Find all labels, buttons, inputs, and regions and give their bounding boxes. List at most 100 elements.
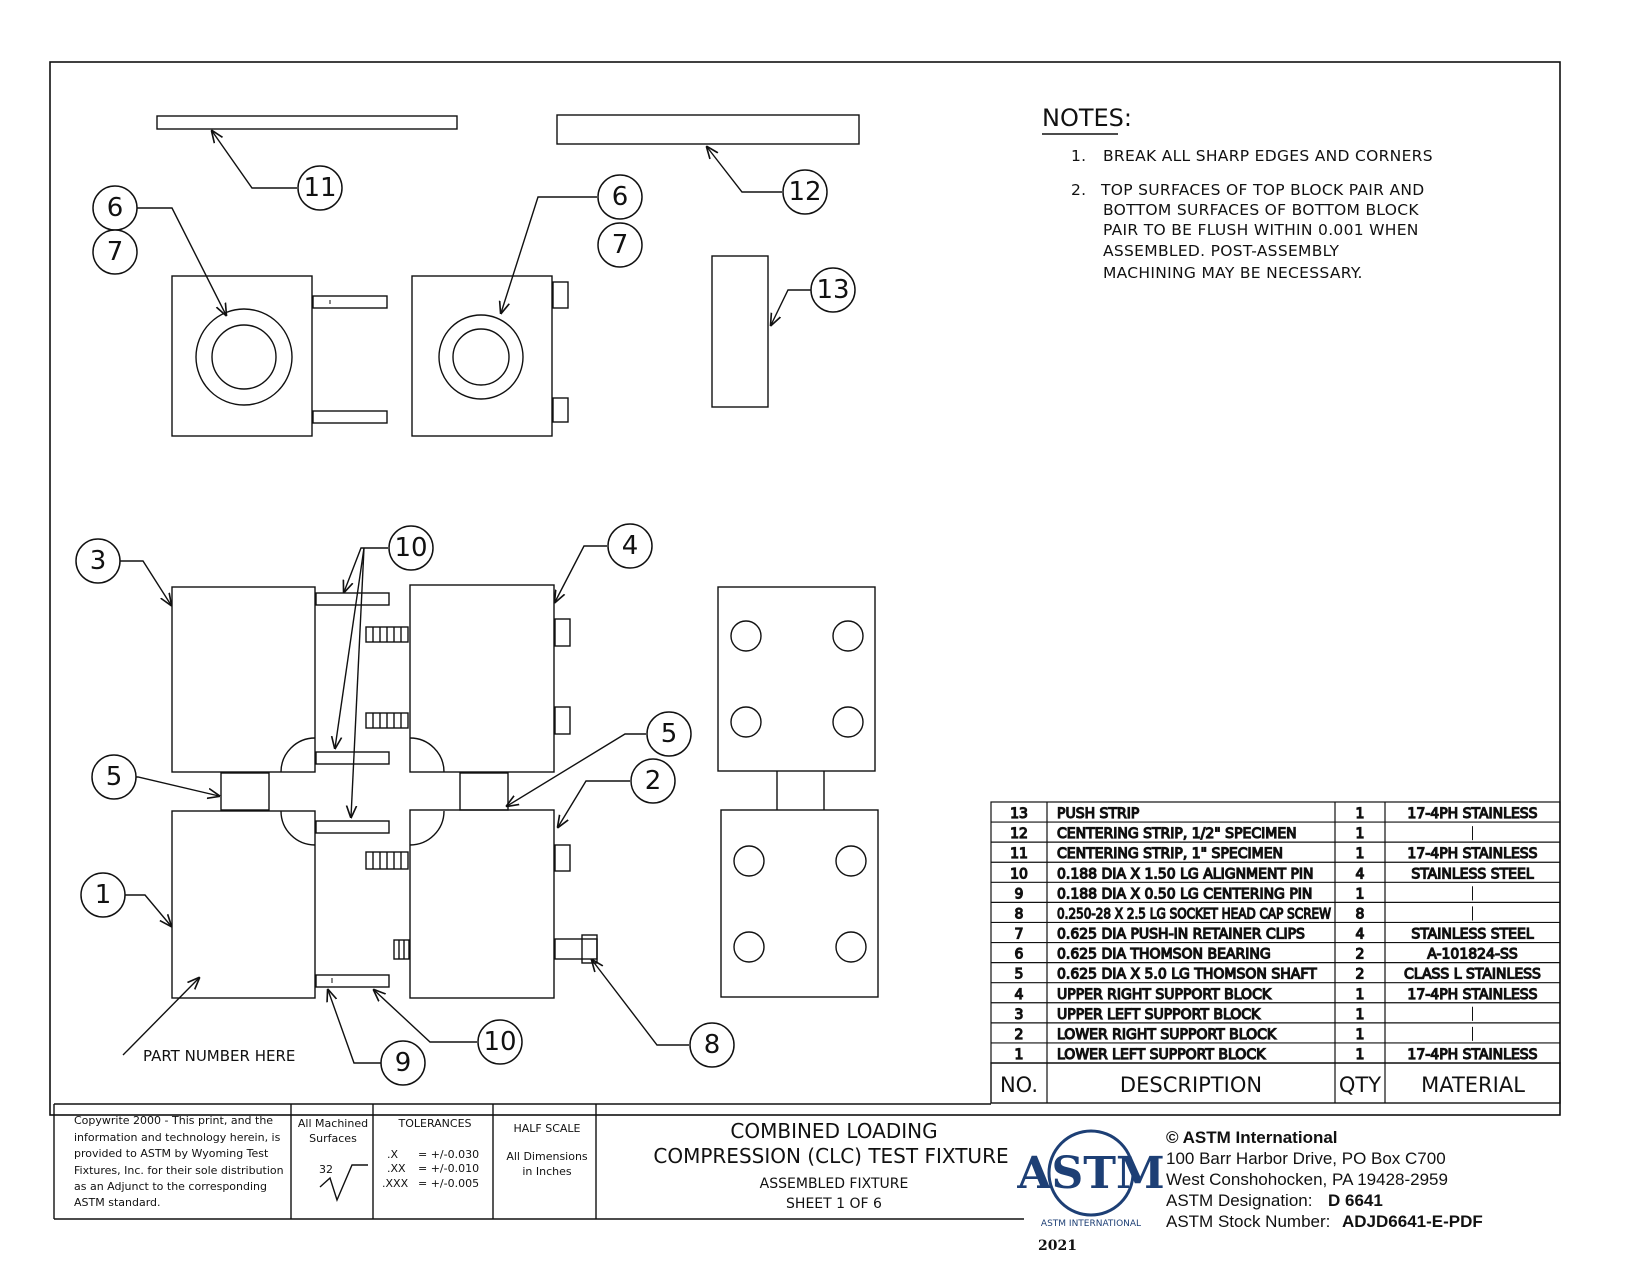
balloon-6-left: 6 [92,185,138,231]
drawing-title-line: COMBINED LOADING [730,1119,937,1143]
bom-cell-material: 17-4PH STAINLESS [1407,806,1537,822]
bom-cell-qty: 4 [1356,866,1365,882]
astm-logo-caption: ASTM INTERNATIONAL [1041,1219,1141,1229]
bom-cell-qty: 1 [1356,826,1365,842]
scale-label: HALF SCALE [513,1122,580,1135]
bom-header-qty: QTY [1339,1073,1381,1097]
drawing-title-line: COMPRESSION (CLC) TEST FIXTURE [653,1144,1008,1168]
note-2-line: BOTTOM SURFACES OF BOTTOM BLOCK [1103,201,1419,219]
bom-cell-no: 10 [1010,866,1028,882]
title-block: Copywrite 2000 - This print, and the inf… [53,1103,1024,1220]
astm-address-line: West Conshohocken, PA 19428-2959 [1166,1170,1448,1189]
side-view-bottom-block [720,809,879,998]
balloon-10-bottom: 10 [477,1019,523,1065]
tolerance-value: = +/-0.010 [418,1162,479,1175]
balloon-12: 12 [782,169,828,215]
bom-cell-material: CLASS L STAINLESS [1404,967,1541,983]
notes: NOTES: 1. BREAK ALL SHARP EDGES AND CORN… [1042,104,1433,282]
note-2-number: 2. [1071,181,1086,199]
machined-surfaces-line: All Machined [298,1117,368,1130]
bearing-block-right [411,275,569,437]
bom-cell-material: STAINLESS STEEL [1411,927,1534,943]
bom-row: 2 LOWER RIGHT SUPPORT BLOCK 1 [1014,1026,1473,1044]
svg-text:12: 12 [788,177,821,207]
astm-logo-letters: ASTM [1016,1148,1164,1199]
screw-threads-lower [365,851,410,960]
svg-text:4: 4 [622,531,639,561]
tolerance-label: .X [387,1148,398,1161]
tolerances-title: TOLERANCES [397,1117,471,1130]
note-1-line: BREAK ALL SHARP EDGES AND CORNERS [1103,147,1433,165]
astm-address-line: 100 Barr Harbor Drive, PO Box C700 [1166,1149,1446,1168]
svg-text:6: 6 [612,182,629,212]
drawing-border [49,61,1561,1116]
screw-threads-upper [365,626,409,729]
bom-cell-no: 8 [1015,906,1024,922]
bom-cell-description: 0.250-28 X 2.5 LG SOCKET HEAD CAP SCREW [1057,906,1331,922]
surface-finish-value: 32 [319,1163,333,1176]
astm-logo: ASTM ASTM INTERNATIONAL [1016,1129,1165,1229]
astm-address: © ASTM International 100 Barr Harbor Dri… [1166,1128,1483,1231]
astm-year: 2021 [1038,1238,1077,1254]
dimensions-note: All Dimensions [506,1150,588,1163]
svg-text:8: 8 [704,1030,721,1060]
bom-cell-qty: 1 [1356,1007,1365,1023]
svg-text:1: 1 [95,880,112,910]
bom-cell-no: 9 [1015,886,1024,902]
centering-strip-12 [556,114,860,145]
svg-text:7: 7 [612,230,629,260]
svg-text:5: 5 [106,762,123,792]
svg-text:13: 13 [816,275,849,305]
svg-text:11: 11 [303,173,336,203]
bom-header-material: MATERIAL [1421,1073,1525,1097]
bom-cell-description: LOWER RIGHT SUPPORT BLOCK [1057,1027,1277,1043]
note-2-line: MACHINING MAY BE NECESSARY. [1103,264,1363,282]
leader-lines [117,131,811,1064]
balloon-2: 2 [630,758,676,804]
bom-cell-description: UPPER RIGHT SUPPORT BLOCK [1057,987,1272,1003]
astm-stock-label: ASTM Stock Number: [1166,1212,1330,1231]
bom-cell-qty: 1 [1356,987,1365,1003]
bearing-block-left [171,275,388,437]
bom-cell-qty: 1 [1356,886,1365,902]
copyright-line: provided to ASTM by Wyoming Test [74,1147,269,1160]
copyright-line: as an Adjunct to the corresponding [74,1180,267,1193]
svg-text:10: 10 [394,533,427,563]
bom-cell-qty: 1 [1356,1027,1365,1043]
drawing-subtitle-line: SHEET 1 OF 6 [786,1196,882,1212]
bom-cell-description: CENTERING STRIP, 1/2" SPECIMEN [1057,826,1297,842]
bom-header: NO. DESCRIPTION QTY MATERIAL [990,1062,1561,1104]
part-number-label: PART NUMBER HERE [143,1047,295,1065]
copyright-line: information and technology herein, is [74,1131,281,1144]
bom-cell-description: LOWER LEFT SUPPORT BLOCK [1057,1047,1266,1063]
svg-text:6: 6 [107,193,124,223]
balloon-8: 8 [689,1022,735,1068]
upper-left-block [171,586,390,773]
copyright-line: Fixtures, Inc. for their sole distributi… [74,1164,284,1177]
balloon-5-left: 5 [91,754,137,800]
bom-cell-description: 0.625 DIA X 5.0 LG THOMSON SHAFT [1057,967,1317,983]
lower-right-block [409,809,598,999]
bom-cell-material: STAINLESS STEEL [1411,866,1534,882]
dimensions-note: in Inches [522,1165,572,1178]
bom-cell-qty: 2 [1356,967,1365,983]
svg-text:5: 5 [661,719,678,749]
astm-stock-value: ADJD6641-E-PDF [1342,1212,1483,1231]
bom-cell-qty: 1 [1356,806,1365,822]
bom-cell-no: 2 [1015,1027,1024,1043]
side-view-connector [776,771,825,810]
note-2-line: ASSEMBLED. POST-ASSEMBLY [1103,242,1340,260]
balloon-4: 4 [607,523,653,569]
copyright-line: ASTM standard. [74,1196,161,1209]
drawing-subtitle-line: ASSEMBLED FIXTURE [760,1176,909,1192]
balloon-9: 9 [380,1040,426,1086]
side-view-top-block [717,586,876,772]
balloon-1: 1 [80,872,126,918]
bom-cell-description: 0.188 DIA X 0.50 LG CENTERING PIN [1057,886,1312,902]
